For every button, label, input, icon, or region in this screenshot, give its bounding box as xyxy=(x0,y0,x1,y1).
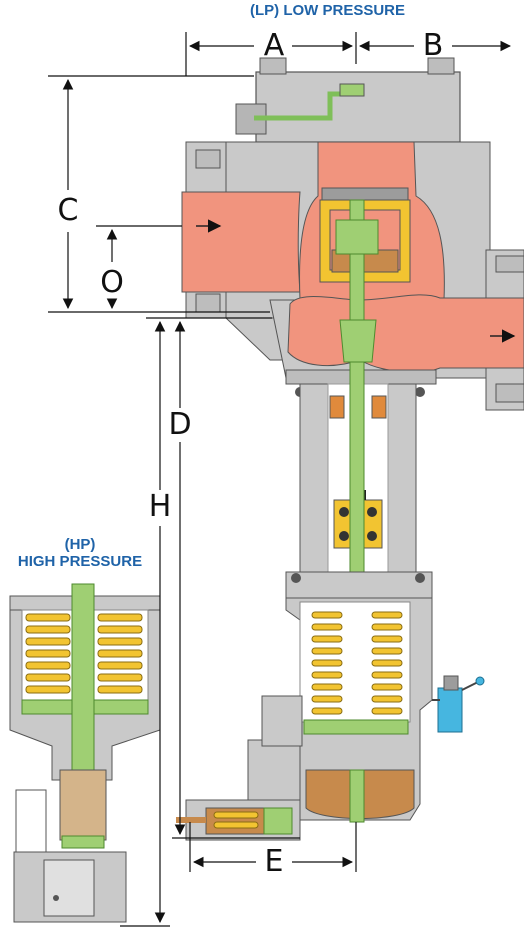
actuator-springs xyxy=(311,611,403,715)
main-actuator xyxy=(176,571,433,841)
dimension-label-h: H xyxy=(148,489,172,524)
hp-title-line2: HIGH PRESSURE xyxy=(17,553,143,570)
dimension-label-a: A xyxy=(263,28,285,63)
hp-title-line1: (HP) xyxy=(64,536,96,553)
positioner xyxy=(432,675,485,733)
hp-title: (HP) HIGH PRESSURE xyxy=(0,536,160,570)
dimension-lines xyxy=(48,32,512,927)
lp-title: (LP) LOW PRESSURE xyxy=(250,2,406,19)
dimension-label-o: O xyxy=(100,265,124,300)
dimension-label-e: E xyxy=(264,844,284,879)
dimension-label-d: D xyxy=(168,407,192,442)
dimension-label-b: B xyxy=(422,28,444,63)
hp-actuator xyxy=(9,583,161,923)
dimension-label-c: C xyxy=(57,193,79,228)
